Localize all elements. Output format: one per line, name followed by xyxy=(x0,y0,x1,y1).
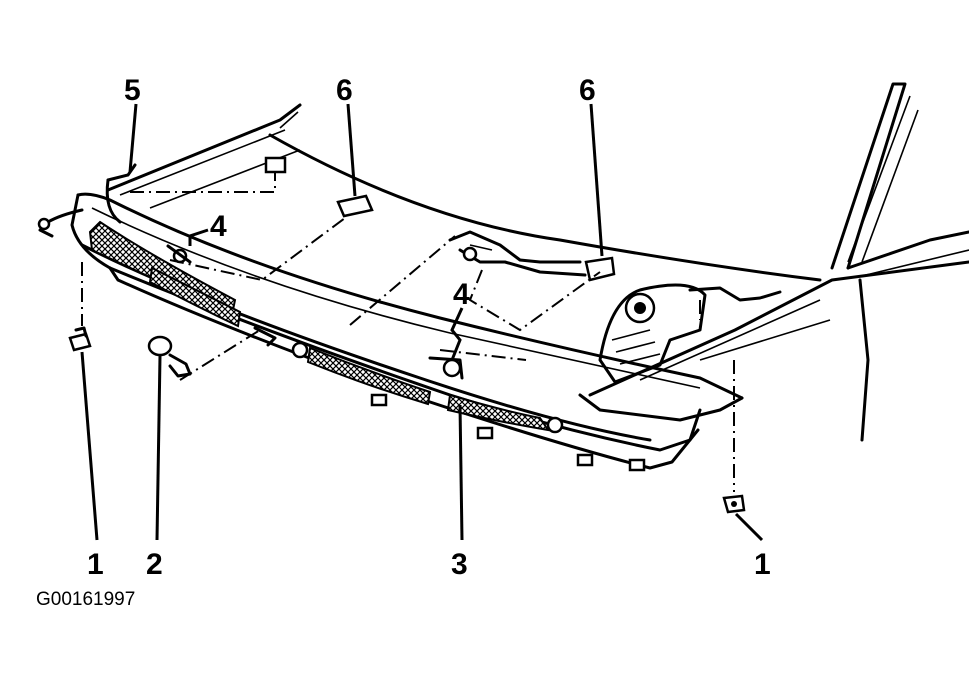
figure-id: G00161997 xyxy=(36,589,135,610)
fastener-right xyxy=(722,494,746,514)
fastener-left xyxy=(68,326,92,352)
callout-5: 5 xyxy=(124,74,141,107)
push-clip xyxy=(147,335,192,378)
leader-lines xyxy=(80,103,764,542)
callout-6-right: 6 xyxy=(579,74,596,107)
callout-6-left: 6 xyxy=(336,74,353,107)
seal-pads xyxy=(336,194,616,282)
callout-1-left: 1 xyxy=(87,548,104,581)
fender-panel xyxy=(578,260,969,442)
upper-bracket xyxy=(264,156,287,174)
seal-strip xyxy=(105,163,137,224)
callout-2: 2 xyxy=(146,548,163,581)
wiper-linkage xyxy=(166,230,587,380)
callout-1-right: 1 xyxy=(754,548,771,581)
harness-connector xyxy=(37,208,84,238)
a-pillar xyxy=(830,82,969,277)
callout-4-left: 4 xyxy=(210,210,227,243)
assembly-lines xyxy=(81,172,735,492)
windshield-lower-edge xyxy=(106,103,822,282)
callout-3: 3 xyxy=(451,548,468,581)
wiper-motor xyxy=(598,283,782,384)
callout-4-center: 4 xyxy=(453,278,470,311)
